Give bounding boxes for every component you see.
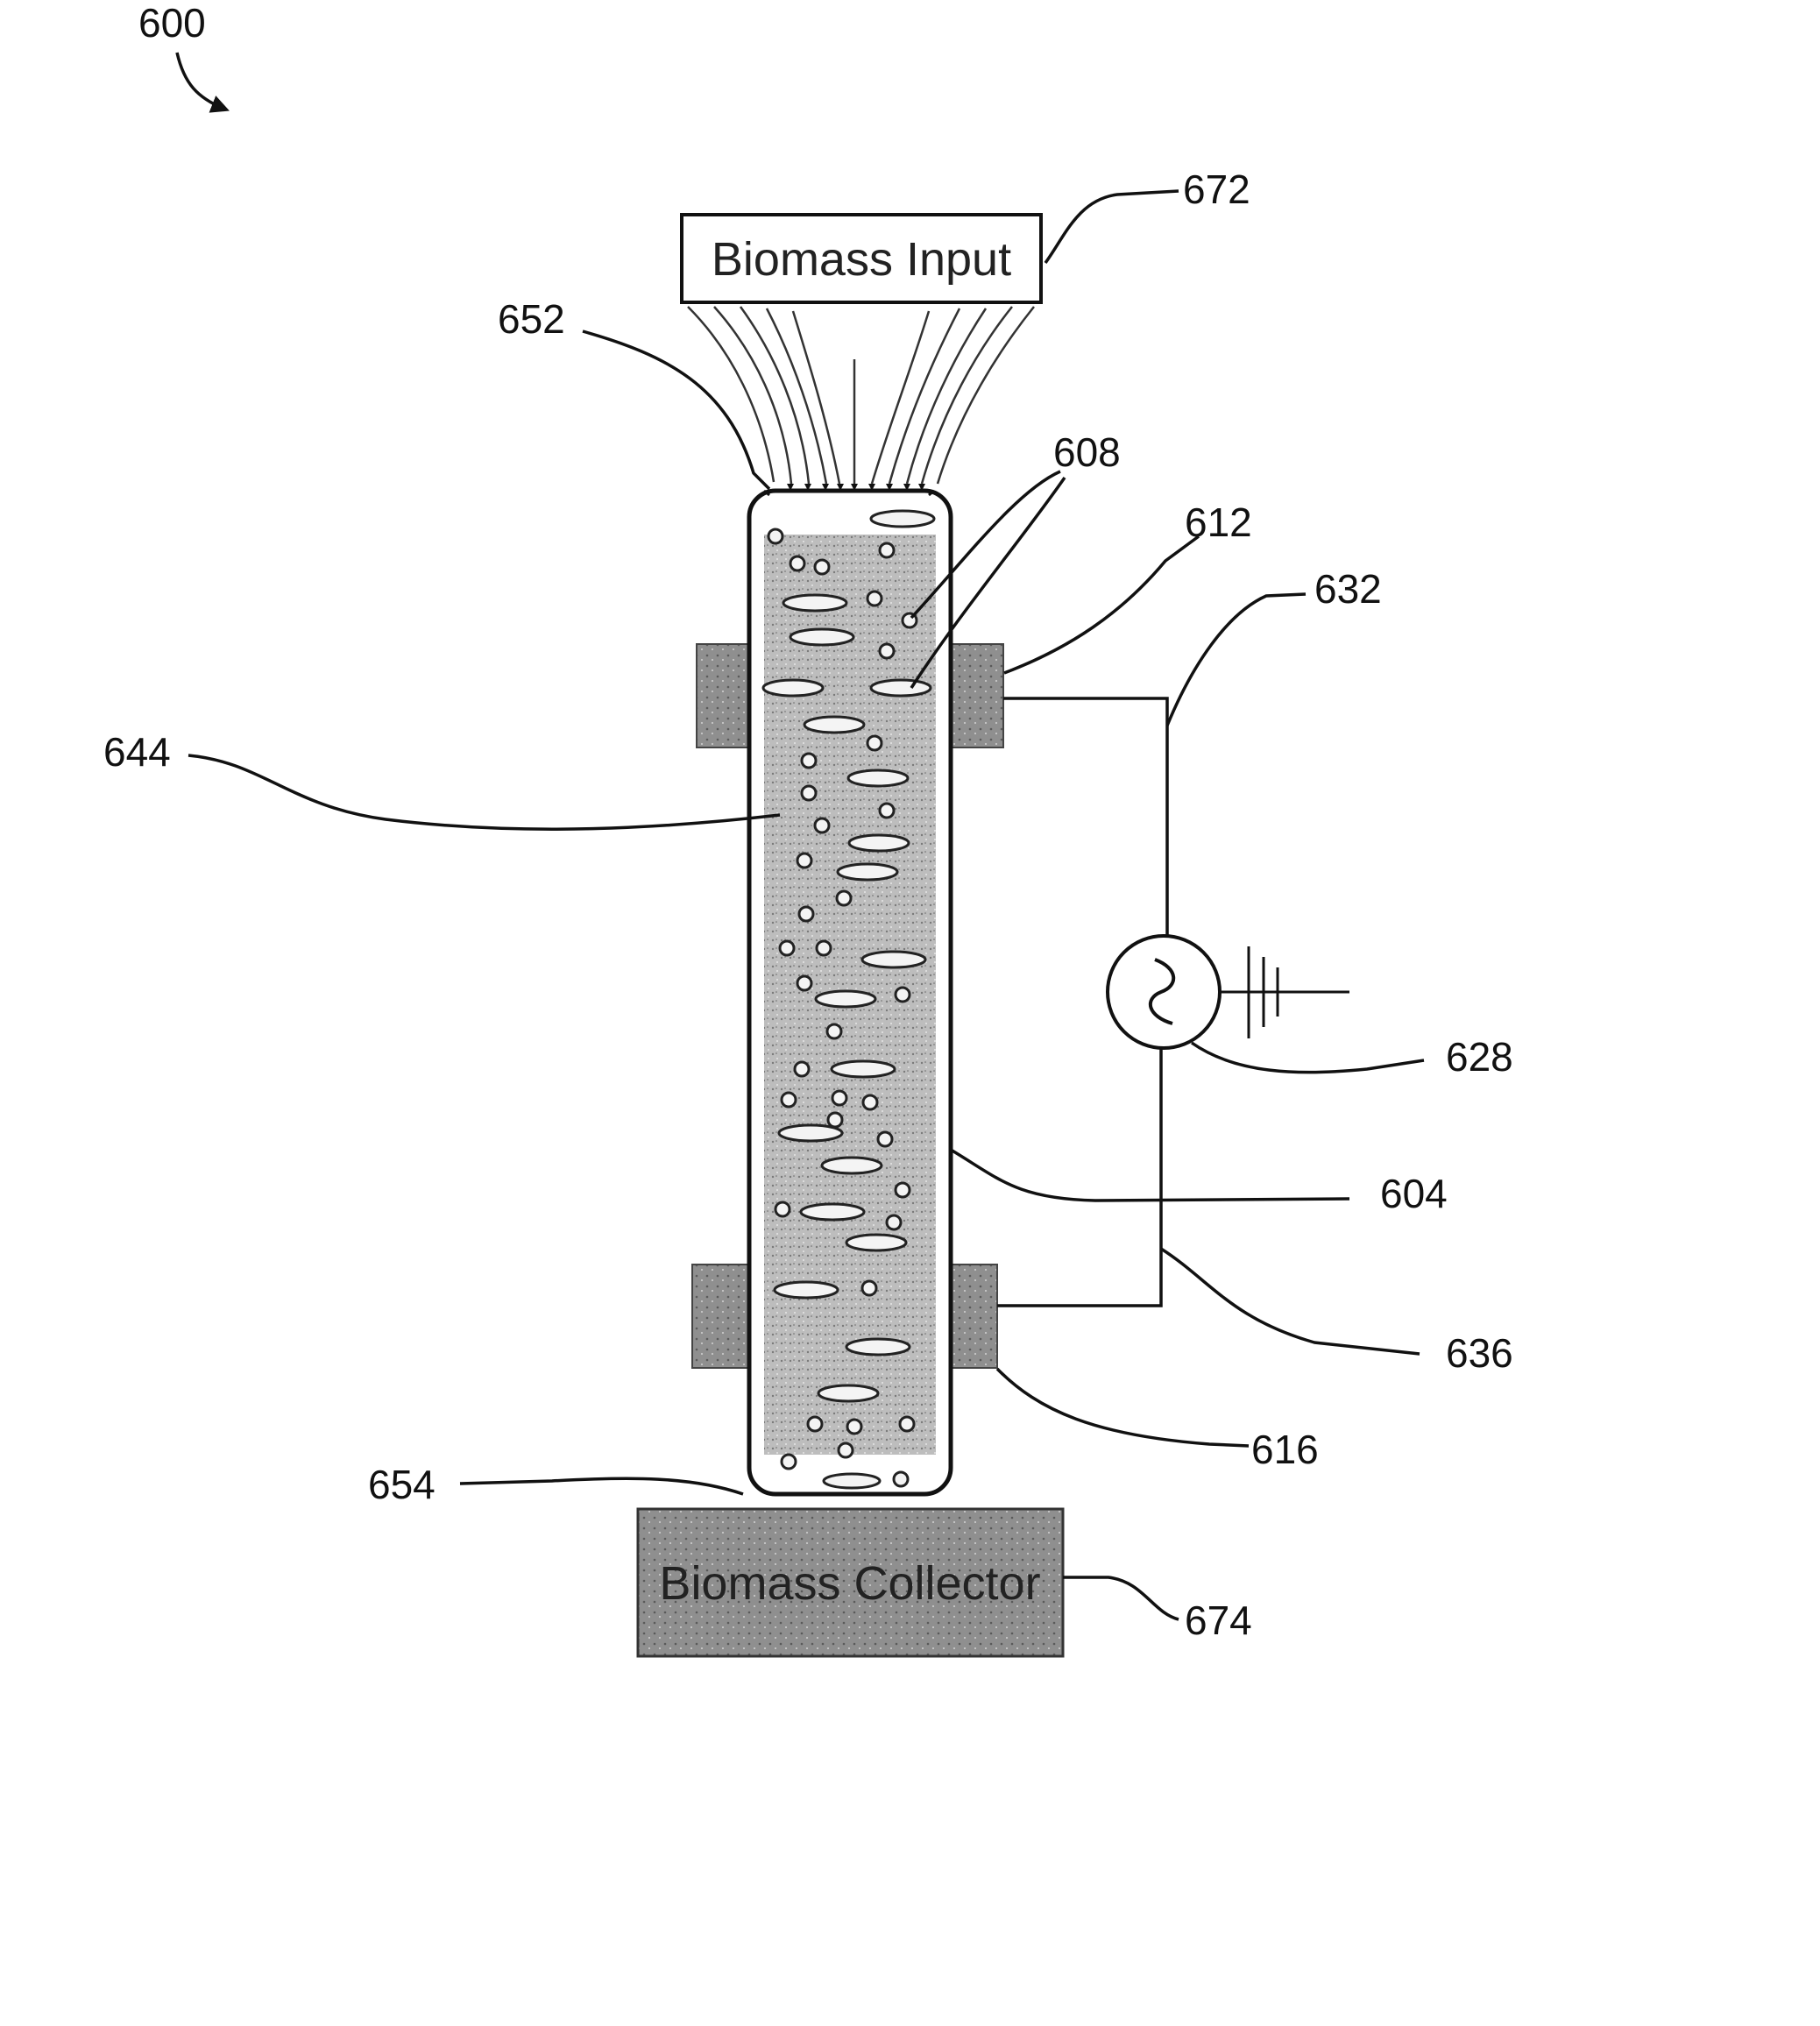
- particle-elongated: [832, 1061, 895, 1077]
- ref-628: 628: [1446, 1034, 1513, 1080]
- leader-644: [188, 755, 780, 829]
- particle-round: [768, 529, 783, 543]
- particle-round: [862, 1281, 876, 1295]
- particle-round: [894, 1472, 908, 1486]
- particle-round: [790, 556, 804, 570]
- particle-elongated: [871, 680, 931, 696]
- particle-round: [799, 907, 813, 921]
- particle-elongated: [783, 595, 846, 611]
- ref-636: 636: [1446, 1330, 1513, 1376]
- particle-elongated: [848, 770, 908, 786]
- particle-round: [795, 1062, 809, 1076]
- particle-round: [847, 1420, 861, 1434]
- particle-round: [868, 592, 882, 606]
- particle-elongated: [775, 1282, 838, 1298]
- particle-round: [815, 560, 829, 574]
- particle-round: [863, 1095, 877, 1109]
- particle-elongated: [801, 1204, 864, 1220]
- particle-round: [887, 1215, 901, 1229]
- particle-round: [896, 988, 910, 1002]
- leader-654: [460, 1478, 743, 1494]
- feed-streams: [688, 307, 1034, 484]
- leader-616: [997, 1369, 1249, 1446]
- lower-wire: [997, 1047, 1161, 1306]
- leader-628: [1192, 1043, 1424, 1073]
- particle-elongated: [790, 629, 853, 645]
- upper-electrode-right: [949, 644, 1003, 747]
- biomass-collector-label: Biomass Collector: [659, 1557, 1040, 1610]
- particle-elongated: [818, 1385, 878, 1401]
- ref-654: 654: [368, 1462, 436, 1507]
- particle-round: [782, 1455, 796, 1469]
- particle-round: [880, 644, 894, 658]
- particle-elongated: [846, 1235, 906, 1250]
- figure-arrow: [177, 53, 226, 110]
- ground-symbol: [1220, 946, 1349, 1038]
- leader-612: [1004, 536, 1199, 673]
- particle-round: [880, 543, 894, 557]
- leader-604: [951, 1150, 1349, 1201]
- particle-round: [775, 1202, 790, 1216]
- particle-round: [802, 786, 816, 800]
- particle-round: [896, 1183, 910, 1197]
- particle-round: [817, 941, 831, 955]
- ref-652: 652: [498, 296, 565, 342]
- particle-elongated: [862, 952, 925, 967]
- leader-672: [1045, 191, 1179, 263]
- biomass-collector-box: Biomass Collector: [638, 1509, 1063, 1656]
- particle-elongated: [804, 717, 864, 733]
- particle-round: [828, 1113, 842, 1127]
- ac-power-source: [1108, 936, 1220, 1048]
- upper-wire: [1003, 698, 1167, 936]
- particle-round: [900, 1417, 914, 1431]
- particle-elongated: [763, 680, 823, 696]
- particle-round: [880, 804, 894, 818]
- particle-round: [780, 941, 794, 955]
- particle-elongated: [816, 991, 875, 1007]
- ref-608: 608: [1053, 429, 1121, 475]
- particle-round: [802, 754, 816, 768]
- ref-672: 672: [1183, 166, 1250, 212]
- particle-round: [839, 1443, 853, 1457]
- ref-616: 616: [1251, 1427, 1319, 1472]
- biomass-input-box: Biomass Input: [682, 215, 1041, 302]
- ref-632: 632: [1314, 566, 1382, 612]
- ref-644: 644: [103, 729, 171, 775]
- particle-elongated: [849, 835, 909, 851]
- leader-674: [1063, 1577, 1179, 1619]
- particle-round: [878, 1132, 892, 1146]
- lower-electrode-right: [949, 1264, 997, 1368]
- lower-electrode-left: [692, 1264, 750, 1368]
- leader-636: [1161, 1249, 1420, 1354]
- particle-round: [782, 1093, 796, 1107]
- biomass-input-label: Biomass Input: [712, 233, 1011, 286]
- particle-round: [797, 854, 811, 868]
- particle-elongated: [846, 1339, 910, 1355]
- particle-elongated: [838, 864, 897, 880]
- particle-round: [832, 1091, 846, 1105]
- particle-round: [837, 891, 851, 905]
- particle-round: [815, 818, 829, 832]
- ref-604: 604: [1380, 1171, 1448, 1216]
- ref-674: 674: [1185, 1597, 1252, 1643]
- particle-elongated: [822, 1158, 882, 1173]
- particle-round: [827, 1024, 841, 1038]
- ref-612: 612: [1185, 499, 1252, 545]
- particle-elongated: [824, 1474, 880, 1488]
- upper-electrode-left: [697, 644, 751, 747]
- figure-number: 600: [138, 0, 206, 46]
- leader-632: [1167, 594, 1306, 726]
- particle-round: [868, 736, 882, 750]
- particle-round: [808, 1417, 822, 1431]
- particle-round: [797, 976, 811, 990]
- leader-652: [583, 331, 769, 489]
- particle-elongated: [871, 511, 934, 527]
